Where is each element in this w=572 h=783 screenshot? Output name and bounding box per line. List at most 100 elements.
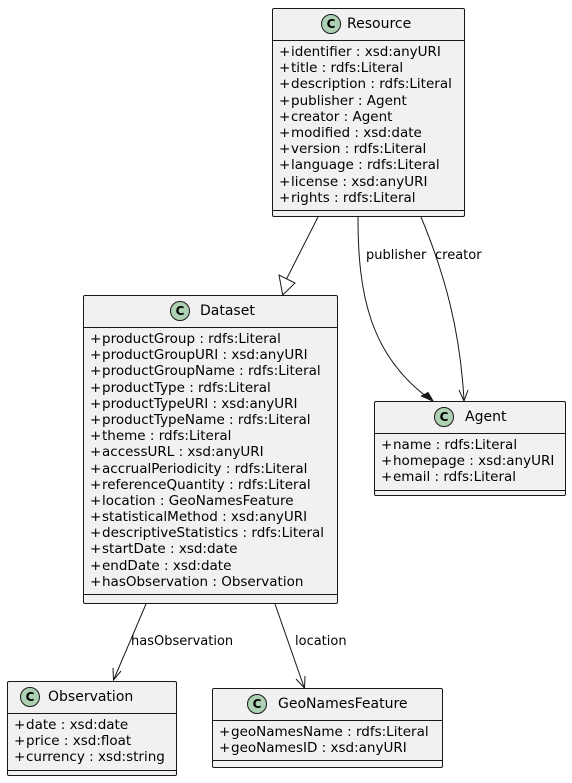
publisher-edge xyxy=(357,216,432,401)
attribute-text: license : xsd:anyURI xyxy=(291,173,428,190)
attribute-text: productGroupURI : xsd:anyURI xyxy=(102,347,308,364)
visibility-public-marker: + xyxy=(14,717,26,733)
visibility-public-marker: + xyxy=(279,124,291,141)
attribute-text: email : rdfs:Literal xyxy=(393,469,517,486)
visibility-public-marker: + xyxy=(90,428,102,445)
visibility-public-marker: + xyxy=(279,76,291,93)
visibility-public-marker: + xyxy=(90,476,102,493)
attribute-text: descriptiveStatistics : rdfs:Literal xyxy=(102,525,325,542)
visibility-public-marker: + xyxy=(90,509,102,526)
class-icon: C xyxy=(321,14,341,34)
class-attribute: +productGroupName : rdfs:Literal xyxy=(84,363,337,379)
class-dataset-header: C Dataset xyxy=(84,296,337,327)
class-observation[interactable]: C Observation +date : xsd:date+price : x… xyxy=(7,681,177,776)
class-resource[interactable]: C Resource +identifier : xsd:anyURI+titl… xyxy=(272,8,465,217)
visibility-public-marker: + xyxy=(381,437,393,453)
visibility-public-marker: + xyxy=(90,395,102,412)
attribute-text: startDate : xsd:date xyxy=(102,541,238,558)
visibility-public-marker: + xyxy=(90,573,102,590)
attribute-text: hasObservation : Observation xyxy=(102,573,304,590)
attribute-text: title : rdfs:Literal xyxy=(291,60,404,77)
attribute-text: endDate : xsd:date xyxy=(102,557,232,574)
hasObservation-edge xyxy=(113,603,147,680)
attribute-list: +identifier : xsd:anyURI+title : rdfs:Li… xyxy=(273,41,464,210)
class-attribute: +modified : xsd:date xyxy=(273,125,464,141)
attribute-text: homepage : xsd:anyURI xyxy=(393,453,555,470)
edge-label-creator: creator xyxy=(435,248,482,263)
attribute-list: +geoNamesName : rdfs:Literal+geoNamesID … xyxy=(213,721,442,760)
class-attribute: +creator : Agent xyxy=(273,109,464,125)
class-attribute: +productGroup : rdfs:Literal xyxy=(84,331,337,347)
class-agent[interactable]: C Agent +name : rdfs:Literal+homepage : … xyxy=(374,401,566,496)
class-attribute: +productTypeName : rdfs:Literal xyxy=(84,412,337,428)
attribute-text: productGroupName : rdfs:Literal xyxy=(102,363,321,380)
attribute-text: theme : rdfs:Literal xyxy=(102,428,232,445)
class-attribute: +email : rdfs:Literal xyxy=(375,469,565,485)
attribute-text: version : rdfs:Literal xyxy=(291,141,427,158)
attribute-text: language : rdfs:Literal xyxy=(291,157,440,174)
class-name: Resource xyxy=(347,16,412,32)
class-attribute: +price : xsd:float xyxy=(8,733,176,749)
visibility-public-marker: + xyxy=(90,347,102,364)
attribute-text: identifier : xsd:anyURI xyxy=(291,44,441,60)
attribute-list: +date : xsd:date+price : xsd:float+curre… xyxy=(8,714,176,770)
class-attribute: +title : rdfs:Literal xyxy=(273,60,464,76)
visibility-public-marker: + xyxy=(279,189,291,206)
location-edge xyxy=(274,603,305,688)
attribute-text: creator : Agent xyxy=(291,108,393,125)
visibility-public-marker: + xyxy=(90,444,102,461)
attribute-text: productTypeName : rdfs:Literal xyxy=(102,411,311,428)
class-icon: C xyxy=(170,301,190,321)
creator-edge xyxy=(420,216,465,401)
hasObservation-arrowhead xyxy=(112,667,122,682)
class-geonamesfeature[interactable]: C GeoNamesFeature +geoNamesName : rdfs:L… xyxy=(212,688,443,768)
visibility-public-marker: + xyxy=(14,749,26,766)
visibility-public-marker: + xyxy=(279,108,291,125)
class-attribute: +version : rdfs:Literal xyxy=(273,141,464,157)
attribute-text: productType : rdfs:Literal xyxy=(102,379,271,396)
visibility-public-marker: + xyxy=(279,141,291,158)
class-icon: C xyxy=(247,694,267,714)
class-attribute: +description : rdfs:Literal xyxy=(273,76,464,92)
attribute-text: rights : rdfs:Literal xyxy=(291,189,416,206)
class-dataset[interactable]: C Dataset +productGroup : rdfs:Literal+p… xyxy=(83,295,338,604)
visibility-public-marker: + xyxy=(90,541,102,558)
class-name: Observation xyxy=(48,689,134,705)
attribute-text: location : GeoNamesFeature xyxy=(102,492,294,509)
generalization-arrowhead xyxy=(278,274,296,297)
class-resource-header: C Resource xyxy=(273,9,464,40)
visibility-public-marker: + xyxy=(90,379,102,396)
class-attribute: +accessURL : xsd:anyURI xyxy=(84,444,337,460)
visibility-public-marker: + xyxy=(90,363,102,380)
class-attribute: +startDate : xsd:date xyxy=(84,541,337,557)
edge-label-location: location xyxy=(295,634,347,649)
class-attribute: +referenceQuantity : rdfs:Literal xyxy=(84,477,337,493)
class-attribute: +rights : rdfs:Literal xyxy=(273,190,464,206)
attribute-text: date : xsd:date xyxy=(26,717,129,733)
visibility-public-marker: + xyxy=(219,724,231,740)
attribute-text: accrualPeriodicity : rdfs:Literal xyxy=(102,460,308,477)
class-attribute: +hasObservation : Observation xyxy=(84,574,337,590)
generalization-edge xyxy=(285,216,319,281)
visibility-public-marker: + xyxy=(219,740,231,757)
class-attribute: +accrualPeriodicity : rdfs:Literal xyxy=(84,461,337,477)
attribute-text: geoNamesID : xsd:anyURI xyxy=(231,740,407,757)
visibility-public-marker: + xyxy=(279,173,291,190)
edge-label-publisher: publisher xyxy=(366,248,427,263)
class-icon: C xyxy=(434,407,454,427)
visibility-public-marker: + xyxy=(90,411,102,428)
class-attribute: +date : xsd:date xyxy=(8,717,176,733)
class-attribute: +statisticalMethod : xsd:anyURI xyxy=(84,509,337,525)
class-name: GeoNamesFeature xyxy=(278,696,408,712)
visibility-public-marker: + xyxy=(279,92,291,109)
attribute-text: productGroup : rdfs:Literal xyxy=(102,331,281,347)
class-icon: C xyxy=(20,687,40,707)
attribute-text: referenceQuantity : rdfs:Literal xyxy=(102,476,311,493)
class-attribute: +identifier : xsd:anyURI xyxy=(273,44,464,60)
class-observation-header: C Observation xyxy=(8,682,176,713)
visibility-public-marker: + xyxy=(90,460,102,477)
class-attribute: +geoNamesID : xsd:anyURI xyxy=(213,740,442,756)
class-attribute: +geoNamesName : rdfs:Literal xyxy=(213,724,442,740)
visibility-public-marker: + xyxy=(14,733,26,750)
visibility-public-marker: + xyxy=(279,157,291,174)
